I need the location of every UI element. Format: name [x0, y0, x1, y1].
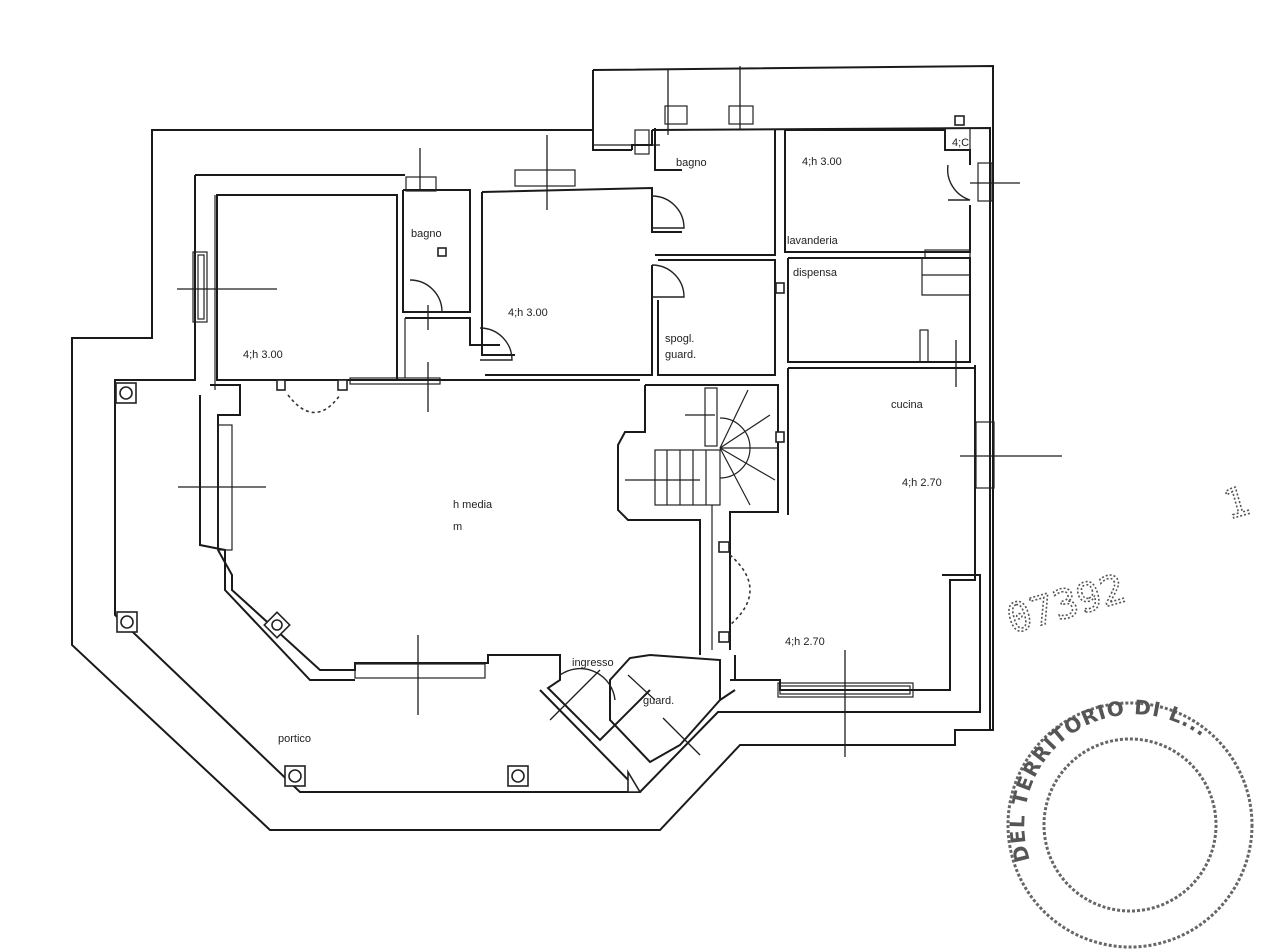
- partitions: [216, 128, 975, 793]
- official-seal: DEL TERRITORIO DI L...: [1005, 695, 1254, 949]
- cucina-label: cucina: [891, 399, 924, 411]
- dispensa-label: dispensa: [793, 267, 838, 279]
- lavanderia-height-label: 4;h 3.00: [802, 156, 842, 168]
- cucina-height-label: 4;h 2.70: [902, 477, 942, 489]
- spogliatoio-label-1: spogl.: [665, 333, 694, 345]
- lavanderia-code: 4;C: [952, 137, 969, 149]
- stamp-number-text: 07392: [1002, 566, 1130, 643]
- portico-columns: [115, 382, 642, 793]
- bagno-2-label: bagno: [676, 157, 707, 169]
- stamp-suffix: 1: [1219, 478, 1255, 529]
- seal-text: DEL TERRITORIO DI L...: [1005, 695, 1213, 865]
- soggiorno-label-2: m: [453, 521, 462, 533]
- guardaroba-label: guard.: [643, 695, 674, 707]
- staircase: [625, 282, 785, 506]
- stamp-number: 07392 1: [1001, 477, 1255, 644]
- spogliatoio-label-2: guard.: [665, 349, 696, 361]
- portico-label: portico: [278, 733, 311, 745]
- bagno-1-label: bagno: [411, 228, 442, 240]
- camera-centro-height-label: 4;h 3.00: [508, 307, 548, 319]
- room-labels: 4;h 3.00 bagno 4;h 3.00 bagno 4;h 3.00 l…: [243, 137, 969, 745]
- soggiorno-label-1: h media: [453, 499, 493, 511]
- section-lines: [177, 66, 1062, 757]
- outer-boundary: [71, 64, 994, 831]
- building-walls: [114, 126, 991, 793]
- doors: [276, 115, 971, 701]
- lavanderia-label: lavanderia: [787, 235, 839, 247]
- ingresso-label: ingresso: [572, 657, 614, 669]
- camera-sx-height-label: 4;h 3.00: [243, 349, 283, 361]
- sala-sud-height-label: 4;h 2.70: [785, 636, 825, 648]
